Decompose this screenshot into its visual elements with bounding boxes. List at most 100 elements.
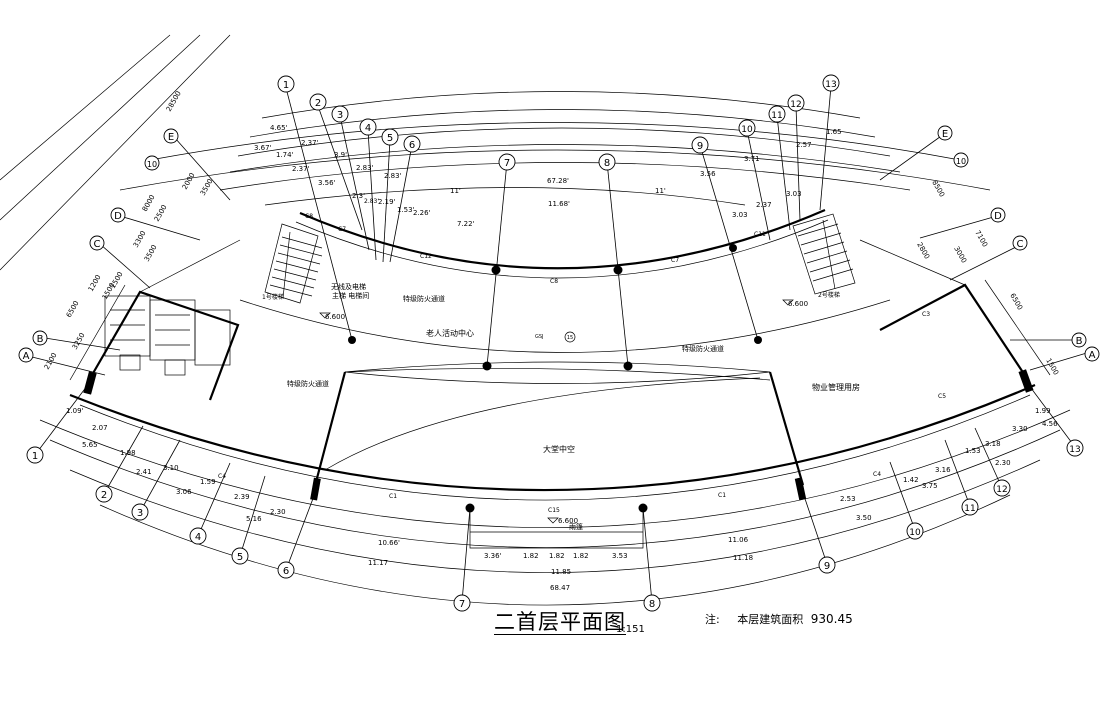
area-note: 注: 本层建筑面积 930.45 (705, 611, 853, 627)
svg-text:A: A (1089, 350, 1096, 361)
svg-text:13: 13 (1069, 445, 1080, 455)
room-fire-corridor-left: 特级防火通道 (287, 379, 329, 388)
axis-bubble-6-top: 6 (403, 135, 421, 153)
dim-bottom-mid-1: 11.85 (551, 568, 571, 576)
svg-text:10: 10 (741, 125, 753, 135)
svg-text:C: C (1017, 239, 1024, 250)
dim-top-left-13: 2.26' (413, 209, 431, 217)
svg-text:6: 6 (283, 566, 289, 577)
dim-right-side-4: 1500 (1044, 357, 1060, 376)
axis-bubble-C-right: C (1012, 235, 1028, 251)
svg-text:1: 1 (283, 80, 289, 91)
dim-right-side-2: 3000 (952, 245, 968, 264)
dim-top-mid-1: 11.68' (548, 200, 570, 208)
axis-bubble-8-top: 8 (598, 153, 616, 171)
toilet-block (104, 295, 231, 376)
axis-bubble-7-bottom: 7 (453, 594, 471, 612)
tag-c3: C3 (922, 311, 930, 318)
svg-text:3: 3 (137, 508, 143, 519)
dim-left-side-4: 3500 (143, 244, 159, 263)
svg-text:9: 9 (824, 561, 830, 572)
dim-left-side-12: 8000 (141, 194, 157, 213)
room-fire-corridor-right: 特级防火通道 (682, 344, 724, 353)
dim-right-side-1: 7100 (973, 229, 989, 248)
level-mark-right: 6.600 (788, 300, 808, 308)
dim-left-bottom-8: 2.39 (234, 493, 250, 501)
axis-bubble-2-bottom: 2 (95, 485, 113, 503)
svg-text:A: A (23, 351, 30, 362)
dim-left-bottom-2: 5.65 (82, 441, 98, 449)
dim-right-bottom-4: 2.30 (995, 459, 1011, 467)
axis-bubble-D-right: D (990, 207, 1006, 223)
tag-c8-b: C8 (550, 278, 558, 285)
svg-text:B: B (1076, 336, 1083, 347)
dim-left-bottom-5: 3.10 (163, 464, 179, 472)
dim-left-side-1: 3500 (199, 178, 215, 197)
axis-bubble-6-bottom: 6 (277, 561, 295, 579)
level-mark-left: 6.600 (325, 313, 345, 321)
axis-bubble-8-bottom: 8 (643, 594, 661, 612)
dim-left-side-10: 1500 (101, 282, 117, 301)
dim-left-bottom-9: 5.16 (246, 515, 262, 523)
dim-canopy-2: 1.82 (549, 552, 565, 560)
dim-top-outer: 67.28' (547, 177, 569, 185)
dims-right-side: 8500 7100 3000 2800 1500 6500 (915, 179, 1060, 376)
dim-left-side-8: 3250 (71, 332, 87, 351)
dim-left-bottom-0: 1.09' (66, 407, 84, 415)
dim-right-bottom-9: 2.53 (840, 495, 856, 503)
dim-left-bottom-3: 1.98 (120, 449, 136, 457)
dim-right-side-3: 2800 (915, 241, 931, 260)
room-stair-right: 2号楼梯 (818, 291, 840, 299)
dim-top-right-6: 3.03 (786, 190, 802, 198)
tag-c7-a: C7 (338, 226, 346, 233)
stair-right (792, 213, 856, 295)
tag-c1-b: C1 (718, 492, 726, 499)
label-gsj: GSJ (535, 334, 544, 340)
svg-text:10: 10 (956, 157, 966, 166)
dim-left-side-0: 2000 (181, 172, 197, 191)
dim-top-left-0: 4.65' (270, 124, 288, 132)
svg-text:3: 3 (337, 110, 343, 121)
dim-right-bottom-2: 3.16 (935, 466, 951, 474)
room-control: 无线及电梯 (331, 282, 366, 291)
dim-top-left-6: 3.56' (318, 179, 336, 187)
dim-top-left-5: 3.9' (334, 151, 347, 159)
dim-canopy-3: 1.82 (573, 552, 589, 560)
axis-bubble-E-right: E (937, 125, 953, 141)
top-dimension-arcs (119, 91, 991, 206)
dim-top-left-7: 2.83' (356, 164, 374, 172)
dim-right-bottom-8: 3.75 (922, 482, 938, 490)
dim-left-side-11: 2100 (43, 352, 59, 371)
axis-bubble-9-top: 9 (691, 136, 709, 154)
tag-c8-a: C8 (305, 213, 313, 220)
axis-bubble-B-right: B (1071, 332, 1087, 348)
room-fire-corridor: 特级防火通道 (403, 294, 445, 303)
svg-text:C: C (94, 239, 101, 250)
svg-text:11: 11 (771, 111, 782, 121)
room-labels: 老人活动中心 大堂中空 物业管理用房 特级防火通道 特级防火通道 特级防火通道 … (262, 282, 860, 531)
axis-bubble-10-top: 10 (738, 119, 756, 137)
dim-right-bottom-1: 4.56 (1042, 420, 1058, 428)
axis-bubble-D-left: D (110, 207, 126, 223)
svg-text:5: 5 (237, 552, 243, 563)
tag-c12: C12 (420, 253, 432, 260)
dim-left-side-3: 3300 (132, 230, 148, 249)
axis-bubble-5-bottom: 5 (231, 547, 249, 565)
axis-bubble-13-top: 13 (822, 74, 840, 92)
room-elevator: 主梯 电梯间 (332, 291, 369, 300)
svg-text:2: 2 (101, 490, 107, 501)
axis-bubble-10-bottom: 10 (906, 522, 924, 540)
stair-left (264, 223, 323, 304)
axis-bubble-12-top: 12 (787, 94, 805, 112)
note-text: 本层建筑面积 (737, 613, 804, 626)
dim-top-mid-2: 11' (655, 187, 666, 195)
label-15: 15 (567, 335, 573, 341)
dim-canopy-1: 1.82 (523, 552, 539, 560)
svg-text:13: 13 (825, 80, 836, 90)
dim-left-side-9: 28500 (165, 90, 183, 113)
dims-left-side: 2000 3500 2500 3300 3500 1500 1200 6500 … (43, 90, 215, 371)
svg-text:12: 12 (996, 485, 1007, 495)
svg-text:6: 6 (409, 140, 415, 151)
dim-right-bottom-7: 1.42 (903, 476, 919, 484)
dim-right-bottom-10: 3.50 (856, 514, 872, 522)
